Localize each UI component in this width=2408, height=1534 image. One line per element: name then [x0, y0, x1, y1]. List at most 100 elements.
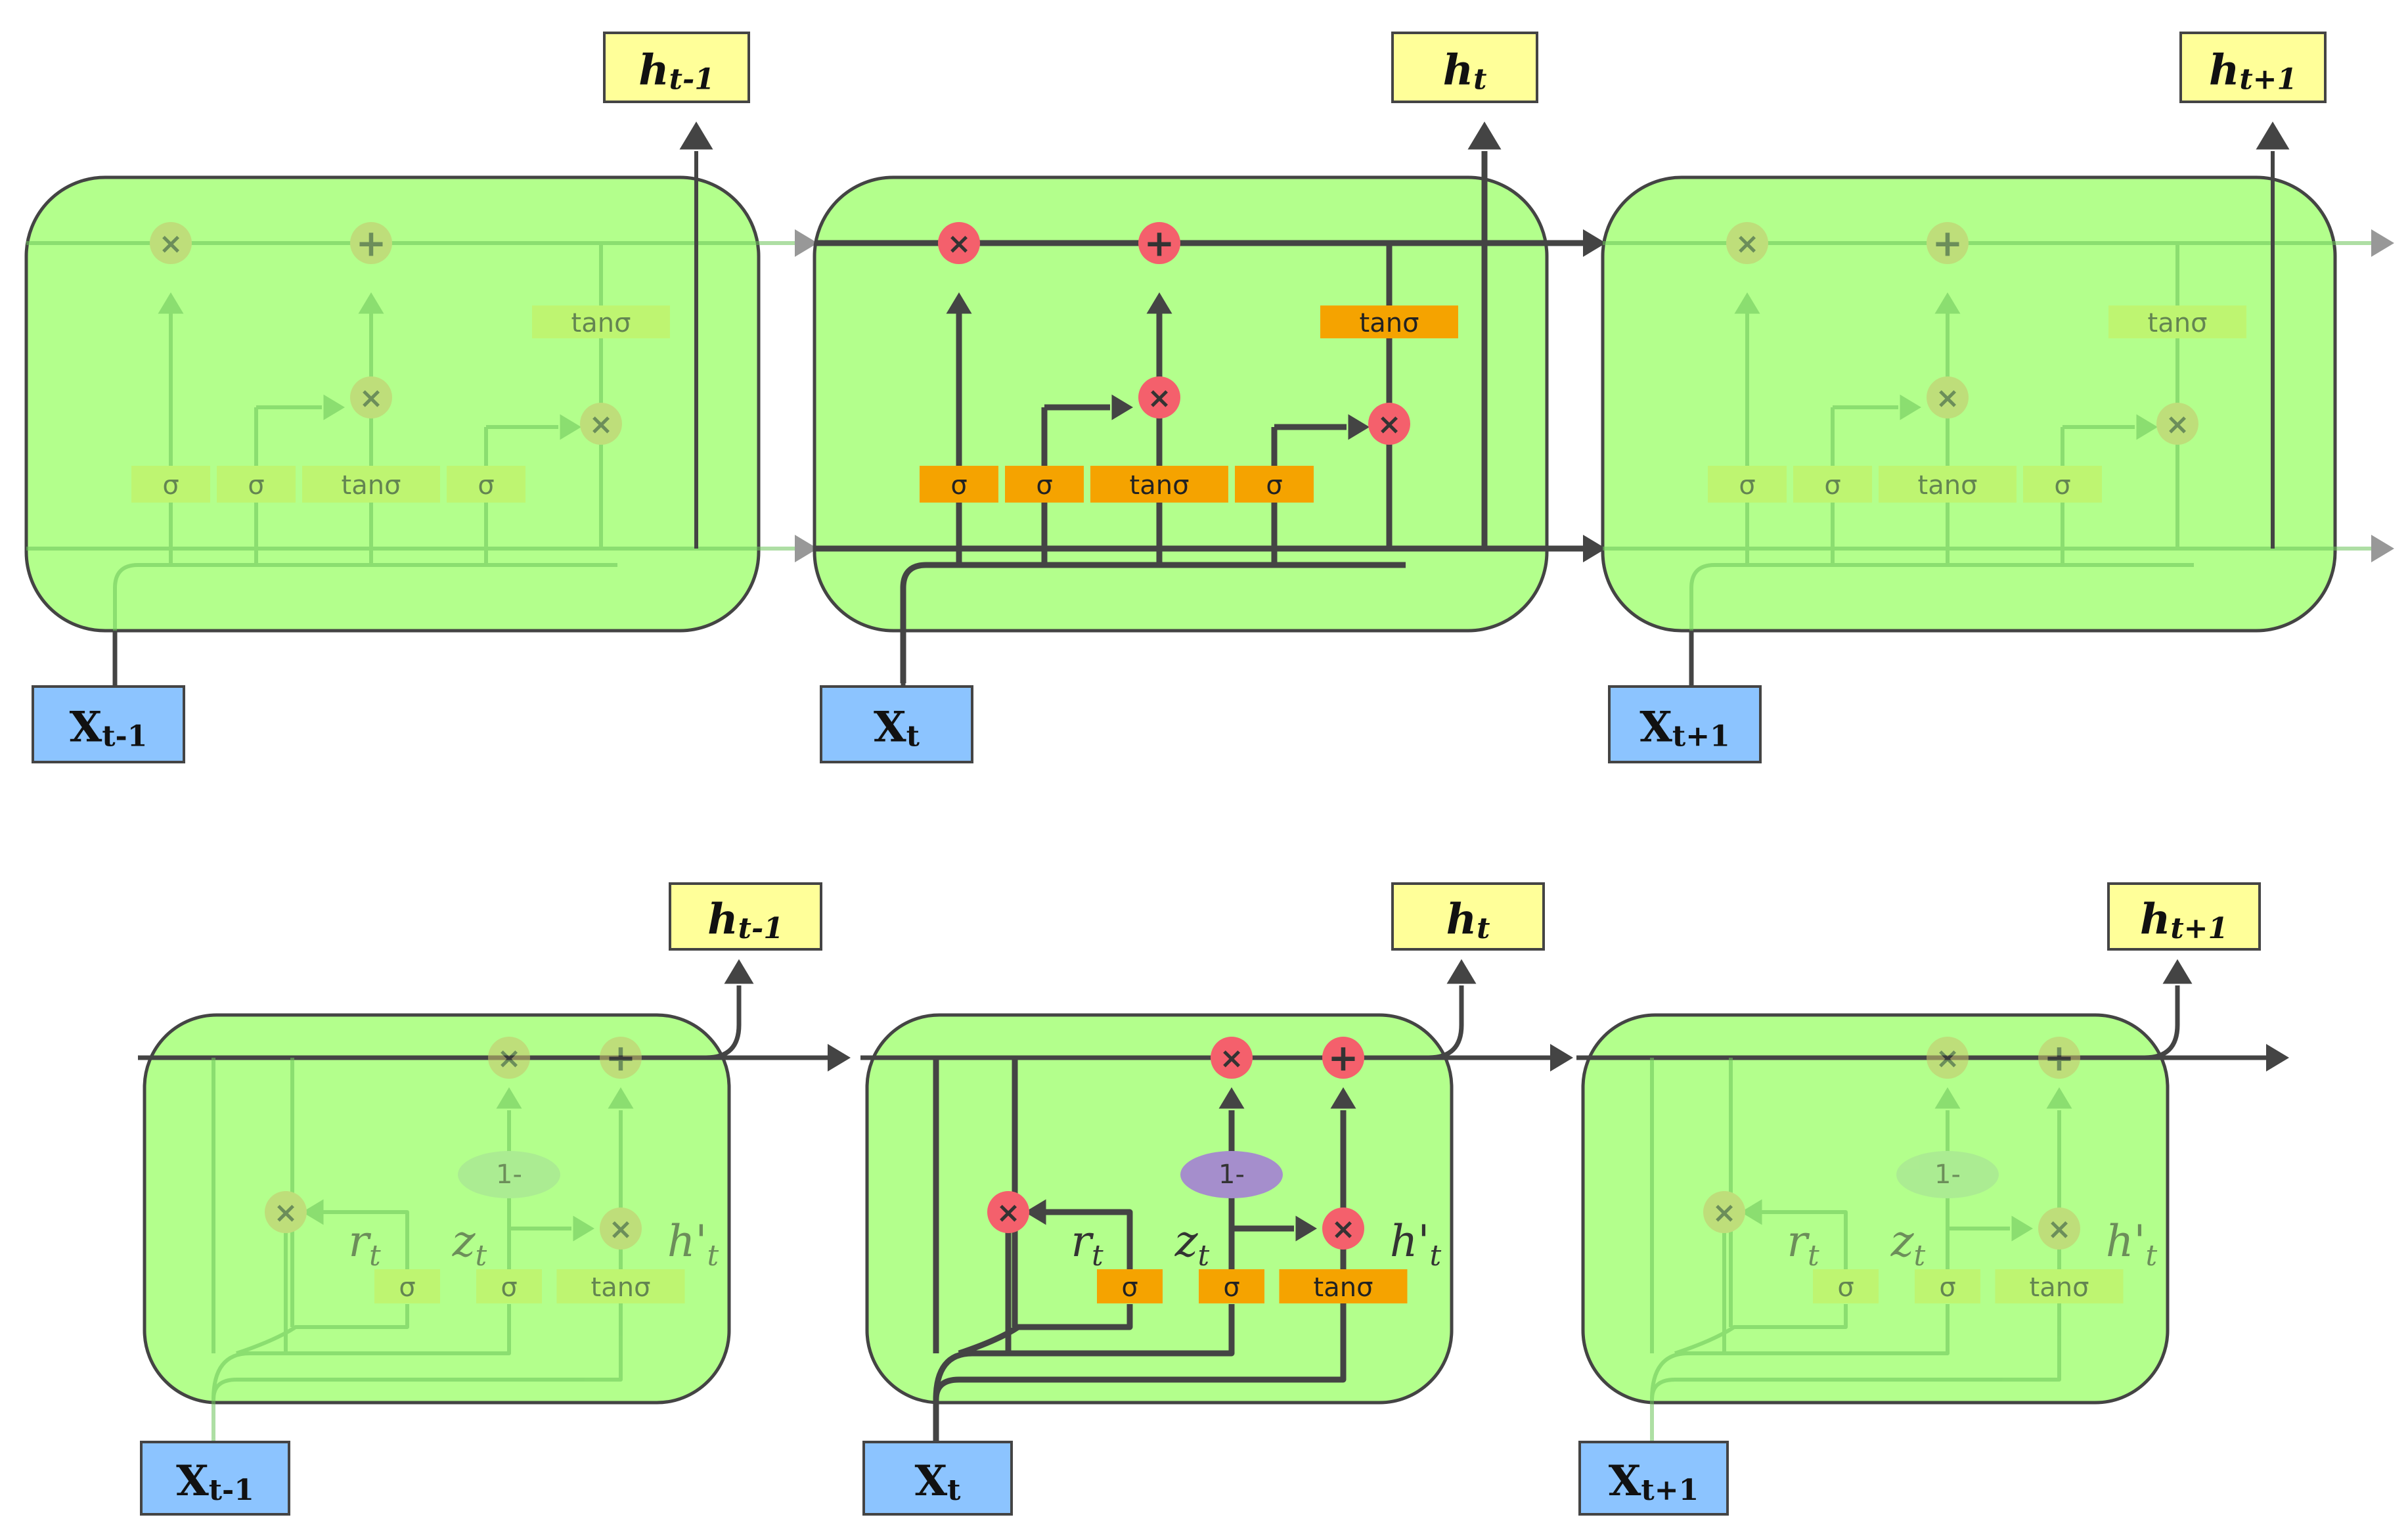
cell-background	[865, 1013, 1454, 1405]
reset-arrowhead-icon	[1025, 1199, 1046, 1225]
reset-gate-box	[1813, 1269, 1879, 1303]
output-h-wire	[1428, 985, 1464, 1060]
add-icon	[600, 1037, 642, 1079]
output-box	[2107, 882, 2261, 951]
input-bus-reset	[1674, 1304, 1848, 1355]
input-gate-arrowhead-icon	[323, 394, 345, 420]
reset-multiply-icon	[987, 1191, 1029, 1233]
z-t-label: zt	[452, 1216, 487, 1273]
gate-1-box	[1005, 466, 1084, 503]
input-box-label: Xt+1	[1609, 1456, 1699, 1507]
gate-2-box	[1879, 466, 2017, 503]
output-box-label: ht+1	[2140, 895, 2228, 945]
output-h-wire	[2144, 985, 2180, 1060]
update-gate-label: σ	[1939, 1273, 1955, 1303]
gate-1-label: σ	[248, 470, 264, 501]
forget-multiply-icon-symbol: ×	[947, 227, 971, 261]
input-bus	[1689, 563, 2194, 683]
update-up-arrowhead-icon	[1218, 1087, 1245, 1109]
output-multiply-icon	[2156, 403, 2198, 445]
input-box	[140, 1441, 290, 1516]
output-box	[603, 32, 750, 103]
forget-up-arrowhead-icon	[1734, 292, 1760, 314]
forget-multiply-icon-symbol: ×	[1735, 227, 1760, 261]
output-multiply-icon	[1368, 403, 1410, 445]
input-multiply-icon-symbol: ×	[1148, 382, 1172, 415]
update-arrowhead-icon	[1295, 1215, 1317, 1242]
one-minus-node	[1180, 1151, 1283, 1198]
add-icon-symbol: +	[1328, 1037, 1359, 1080]
input-box	[32, 685, 185, 763]
add-icon-symbol: +	[2044, 1037, 2075, 1080]
output-gate-arrowhead-icon	[1348, 414, 1370, 440]
input-bus-update	[933, 1304, 1235, 1400]
output-box-label: ht+1	[2209, 45, 2297, 96]
gate-0-label: σ	[162, 470, 179, 501]
forget-multiply-icon	[938, 222, 980, 264]
update-gate-box	[1915, 1269, 1980, 1303]
gate-2-label: tanσ	[342, 470, 401, 501]
forget-multiply-icon	[150, 222, 192, 264]
update-multiply-icon-symbol: ×	[497, 1042, 522, 1075]
update-arrowhead-icon	[573, 1215, 594, 1242]
input-box-label: Xt-1	[176, 1456, 254, 1507]
forget-multiply-icon-symbol: ×	[159, 227, 183, 261]
gate-2-box	[302, 466, 440, 503]
output-multiply-icon	[580, 403, 622, 445]
output-h-wire	[705, 985, 742, 1060]
reset-multiply-icon-symbol: ×	[1712, 1196, 1737, 1230]
reset-gate-label: σ	[399, 1273, 415, 1303]
output-box	[2179, 32, 2327, 103]
gate-0-box	[1708, 466, 1787, 503]
candidate-gate-box	[556, 1269, 685, 1303]
update-multiply-icon	[1211, 1037, 1253, 1079]
gate-1-box	[1793, 466, 1872, 503]
reset-branch	[319, 1210, 409, 1288]
add-up-arrowhead-icon	[1934, 292, 1961, 314]
add-up-arrowhead-icon	[358, 292, 384, 314]
candidate-gate-label: tanσ	[591, 1273, 651, 1303]
gate-0-box	[131, 466, 210, 503]
update-gate-label: σ	[501, 1273, 517, 1303]
reset-arrowhead-icon	[302, 1199, 324, 1225]
input-multiply-icon	[350, 376, 392, 418]
one-minus-node	[1896, 1151, 1999, 1198]
update-multiply-icon	[488, 1037, 530, 1079]
output-up-arrowhead-icon	[2162, 959, 2193, 984]
output-up-arrowhead-icon	[724, 959, 754, 984]
h-prime-t-label: h't	[667, 1216, 719, 1273]
input-box	[1608, 685, 1762, 763]
gate-0-box	[920, 466, 998, 503]
add-up-arrowhead-icon	[1330, 1087, 1356, 1109]
input-box-label: Xt+1	[1639, 702, 1729, 753]
input-box-label: Xt	[915, 1456, 962, 1507]
input-multiply-icon-symbol: ×	[1936, 382, 1960, 415]
state-tanh-box	[1320, 305, 1458, 338]
r-t-label: rt	[348, 1216, 381, 1273]
hidden-state-arrowhead-icon	[2371, 535, 2394, 562]
reset-gate-label: σ	[1121, 1273, 1138, 1303]
add-up-arrowhead-icon	[1146, 292, 1172, 314]
forget-multiply-icon	[1726, 222, 1768, 264]
output-up-arrowhead-icon	[2256, 122, 2290, 150]
input-multiply-icon-symbol: ×	[359, 382, 384, 415]
add-icon-symbol: +	[356, 223, 387, 265]
cell-background	[1581, 1013, 2170, 1405]
add-icon	[1322, 1037, 1364, 1079]
update-multiply-icon	[1927, 1037, 1969, 1079]
cell-background	[143, 1013, 731, 1405]
gate-1-label: σ	[1824, 470, 1840, 501]
reset-arrowhead-icon	[1741, 1199, 1762, 1225]
cell-state-arrowhead-icon	[2371, 229, 2394, 257]
gate-2-label: tanσ	[1918, 470, 1978, 501]
output-gate-arrowhead-icon	[2136, 414, 2158, 440]
